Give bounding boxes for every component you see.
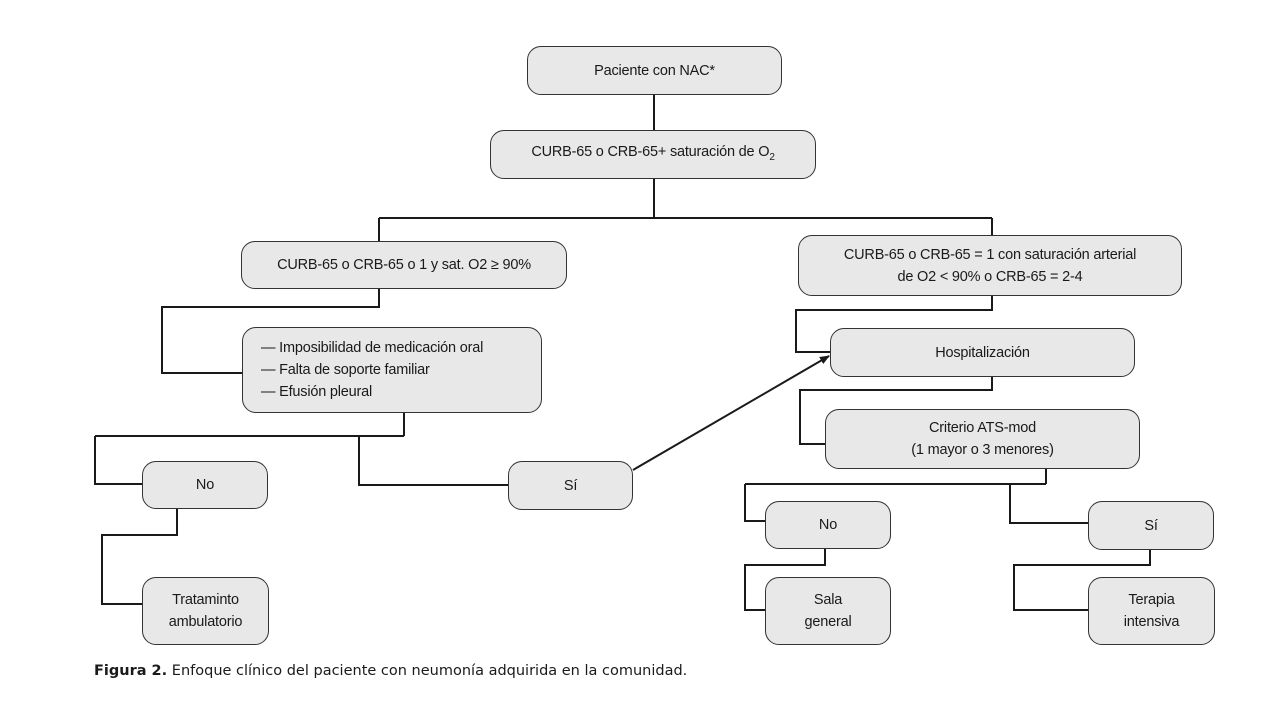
node-low-risk: CURB-65 o CRB-65 o 1 y sat. O2 ≥ 90% [241,241,567,289]
figure-label: Figura 2. [94,663,168,679]
node-si-left: Sí [508,461,633,510]
node-si-right: Sí [1088,501,1214,550]
line-hospital-to-ats [799,377,993,445]
figure-caption: Figura 2. Enfoque clínico del paciente c… [94,663,687,679]
node-high-risk: CURB-65 o CRB-65 = 1 con saturación arte… [798,235,1182,296]
figure-caption-text: Enfoque clínico del paciente con neumoní… [167,663,688,679]
node-risk-factors: — Imposibilidad de medicación oral — Fal… [242,327,542,413]
node-no-left: No [142,461,268,509]
node-no-right: No [765,501,891,549]
line-ats-split [744,469,1088,524]
line-high-risk-to-hospital [795,296,993,353]
arrow-si-to-hospital [632,355,830,471]
line-si-to-icu [1013,550,1151,611]
node-patient: Paciente con NAC* [527,46,782,95]
line-no-to-ward [744,549,826,611]
node-hospitalization: Hospitalización [830,328,1135,377]
line-no-to-outpatient [101,509,178,605]
node-general-ward: Sala general [765,577,891,645]
line-low-risk-to-factors [161,289,380,374]
node-outpatient-treatment: Trataminto ambulatorio [142,577,269,645]
line-factors-split [94,413,508,486]
line-scores-split [378,179,993,241]
node-ats-criteria: Criterio ATS-mod (1 mayor o 3 menores) [825,409,1140,469]
node-intensive-care: Terapia intensiva [1088,577,1215,645]
node-severity-scores: CURB-65 o CRB-65+ saturación de O2 [490,130,816,179]
